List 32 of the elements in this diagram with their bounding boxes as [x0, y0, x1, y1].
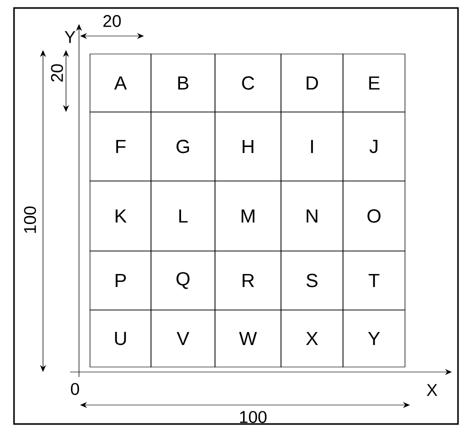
- grid-cell: M: [214, 180, 282, 252]
- grid-cell: G: [150, 112, 216, 182]
- grid-cell: P: [90, 250, 152, 310]
- grid-cell: D: [280, 54, 344, 112]
- grid-cell: L: [150, 180, 216, 252]
- grid-cell: S: [280, 250, 344, 310]
- origin-label: 0: [70, 382, 80, 396]
- grid-cell: F: [90, 112, 152, 182]
- grid-cell: B: [150, 54, 216, 112]
- grid-cell: C: [214, 54, 282, 112]
- grid-cell: Q: [150, 250, 216, 310]
- grid-cell: T: [342, 250, 406, 310]
- dimension-label: 20: [50, 64, 64, 82]
- grid-cell: Y: [342, 310, 406, 368]
- dimension-label: 100: [24, 206, 36, 233]
- grid-cell: A: [90, 54, 152, 112]
- grid-cell: K: [90, 180, 152, 252]
- dimension-label: 20: [103, 14, 121, 28]
- grid-cell: E: [342, 54, 406, 112]
- grid-cell: X: [280, 310, 344, 368]
- grid-cell: U: [90, 310, 152, 368]
- axis-label: X: [426, 384, 438, 396]
- grid-cell: I: [280, 112, 344, 182]
- grid-cell: V: [150, 310, 216, 368]
- grid-cell: J: [342, 112, 406, 182]
- axis-label: Y: [64, 31, 76, 43]
- grid-cell: O: [342, 180, 406, 252]
- dimension-label: 100: [240, 410, 267, 424]
- grid-cell: R: [214, 250, 282, 310]
- grid-cell: H: [214, 112, 282, 182]
- grid-cell: N: [280, 180, 344, 252]
- grid-cell: W: [214, 310, 282, 368]
